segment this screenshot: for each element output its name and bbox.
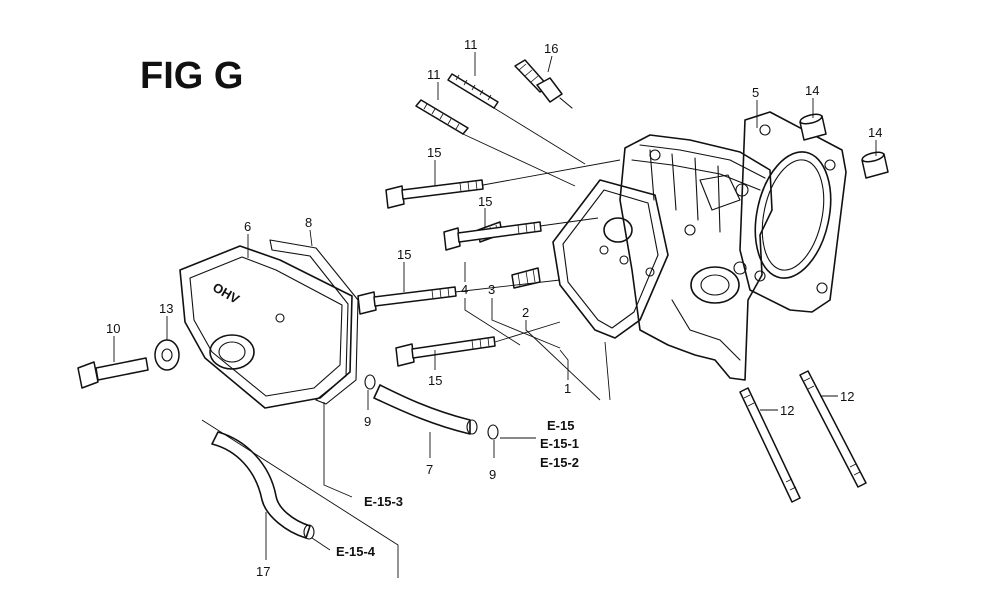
label-part-15-left: 15 xyxy=(397,247,411,262)
clip-drawing xyxy=(364,374,499,440)
label-part-15-top: 15 xyxy=(427,145,441,160)
label-part-9-left: 9 xyxy=(364,414,371,429)
label-part-10: 10 xyxy=(106,321,120,336)
ref-e-15: E-15 xyxy=(547,418,574,433)
label-part-2: 2 xyxy=(522,305,529,320)
ref-e-15-3: E-15-3 xyxy=(364,494,403,509)
label-part-9-right: 9 xyxy=(489,467,496,482)
spark-plug-drawing xyxy=(514,59,573,109)
long-stud-drawing xyxy=(739,370,867,503)
label-part-1: 1 xyxy=(564,381,571,396)
washer-drawing xyxy=(154,339,180,371)
rocker-chamber-drawing xyxy=(552,179,669,339)
label-part-12-right: 12 xyxy=(840,389,854,404)
label-part-11-lower: 11 xyxy=(427,67,441,82)
drain-tube-drawing xyxy=(211,431,315,540)
cylinder-head-drawing xyxy=(619,134,773,381)
label-part-6: 6 xyxy=(244,219,251,234)
head-cover-drawing: OHV xyxy=(179,245,353,409)
cover-emboss-text: OHV xyxy=(210,280,242,307)
label-part-13: 13 xyxy=(159,301,173,316)
label-part-7: 7 xyxy=(426,462,433,477)
label-part-14-right: 14 xyxy=(868,125,882,140)
label-part-12-left: 12 xyxy=(780,403,794,418)
label-part-5: 5 xyxy=(752,85,759,100)
label-part-3: 3 xyxy=(488,282,495,297)
label-part-4: 4 xyxy=(461,282,468,297)
label-part-17: 17 xyxy=(256,564,270,579)
stud-bolt-drawing xyxy=(415,73,499,135)
ref-e-15-4: E-15-4 xyxy=(336,544,376,559)
reference-labels: E-15 E-15-1 E-15-2 E-15-3 E-15-4 xyxy=(336,418,579,559)
cover-gasket-drawing xyxy=(269,239,359,405)
label-part-16: 16 xyxy=(544,41,558,56)
leader-lines xyxy=(113,52,877,578)
breather-tube-drawing xyxy=(373,384,478,435)
ref-e-15-2: E-15-2 xyxy=(540,455,579,470)
label-part-8: 8 xyxy=(305,215,312,230)
ref-e-15-1: E-15-1 xyxy=(540,436,579,451)
dowel-pin-drawing xyxy=(799,113,889,179)
head-gasket-drawing xyxy=(739,111,847,313)
part-number-labels: 11 11 16 5 14 14 15 15 6 8 15 4 3 2 13 1… xyxy=(106,37,882,579)
figure-title: FIG G xyxy=(140,55,243,97)
flange-bolt-drawing xyxy=(357,179,542,367)
label-part-14-left: 14 xyxy=(805,83,819,98)
label-part-15-bottom: 15 xyxy=(428,373,442,388)
label-part-15-mid: 15 xyxy=(478,194,492,209)
cover-bolt-drawing xyxy=(77,357,149,389)
label-part-11-upper: 11 xyxy=(464,37,478,52)
